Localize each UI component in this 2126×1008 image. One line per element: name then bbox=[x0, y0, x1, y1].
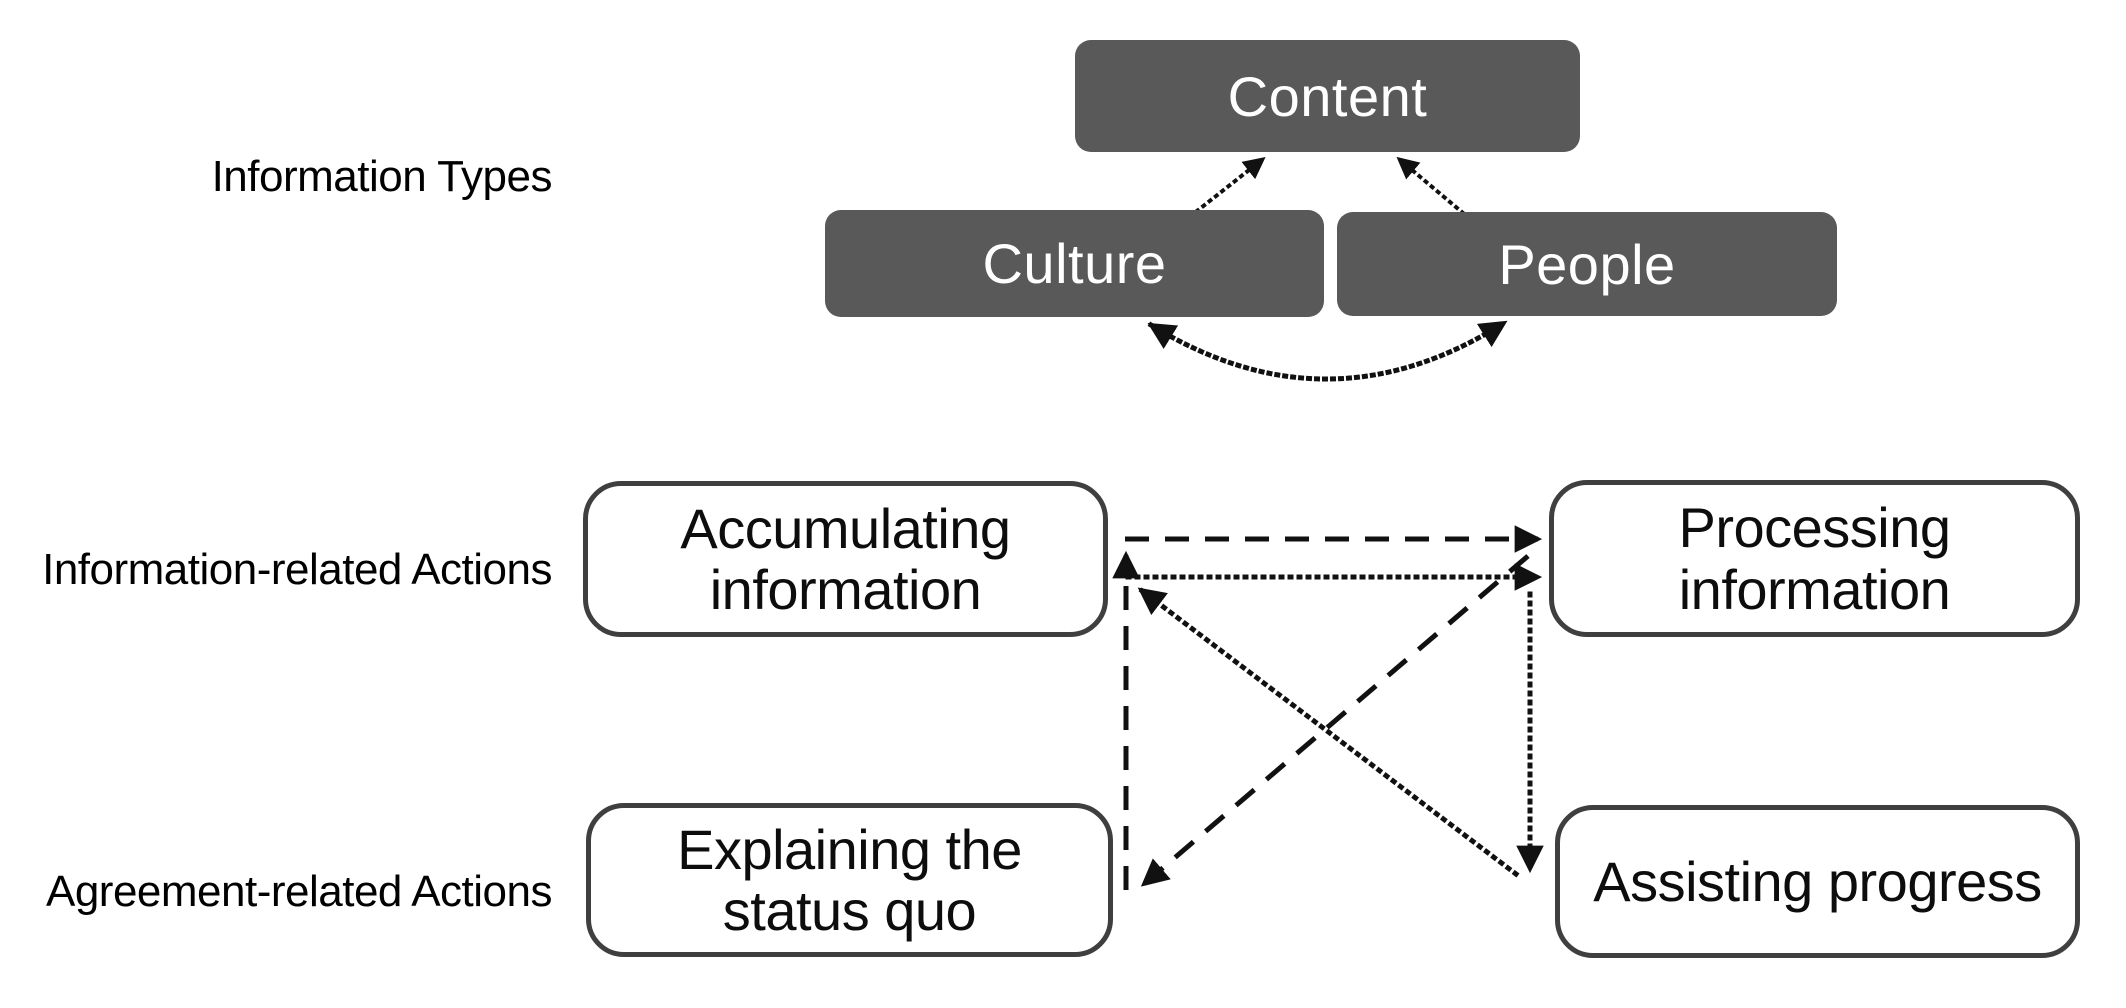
node-people: People bbox=[1337, 212, 1837, 316]
node-assisting-progress-line1: Assisting progress bbox=[1593, 849, 2042, 913]
node-people-label: People bbox=[1498, 232, 1676, 296]
node-content: Content bbox=[1075, 40, 1580, 152]
arrow-processing-to-explaining bbox=[1140, 554, 1530, 887]
node-processing-information-line2: information bbox=[1678, 557, 1951, 621]
node-explaining-status-quo-line2: status quo bbox=[722, 879, 977, 942]
node-culture-label: Culture bbox=[982, 232, 1167, 295]
node-culture: Culture bbox=[825, 210, 1324, 317]
node-assisting-progress: Assisting progress bbox=[1555, 805, 2080, 958]
node-accumulating-information-line1: Accumulating bbox=[680, 496, 1011, 560]
row-label-agreement-related-actions: Agreement-related Actions bbox=[45, 867, 553, 916]
arrow-assisting-to-accumulating bbox=[1137, 586, 1520, 878]
node-processing-information: Processing information bbox=[1549, 480, 2080, 637]
node-processing-information-line1: Processing bbox=[1678, 496, 1951, 560]
arrow-culture-to-content bbox=[1194, 156, 1266, 214]
node-accumulating-information: Accumulating information bbox=[583, 481, 1108, 637]
node-explaining-status-quo: Explaining the status quo bbox=[586, 803, 1113, 957]
arrow-people-to-content bbox=[1396, 156, 1466, 216]
row-label-information-related-actions: Information-related Actions bbox=[42, 545, 552, 594]
row-label-information-types: Information Types bbox=[211, 152, 553, 201]
node-accumulating-information-line2: information bbox=[709, 558, 982, 621]
node-content-label: Content bbox=[1227, 64, 1428, 128]
arrow-culture-people-arc bbox=[1147, 319, 1508, 382]
node-explaining-status-quo-line1: Explaining the bbox=[677, 817, 1022, 881]
